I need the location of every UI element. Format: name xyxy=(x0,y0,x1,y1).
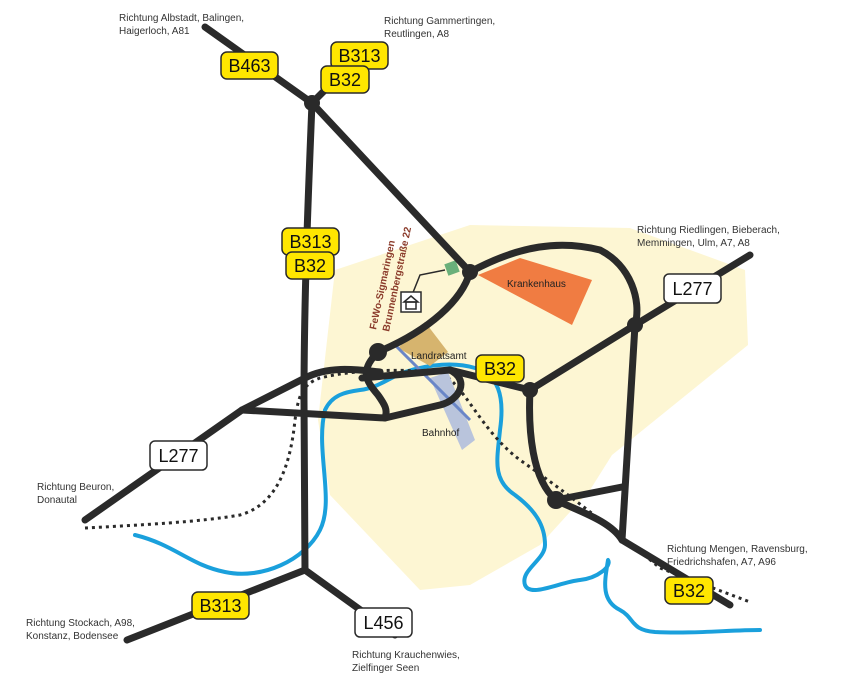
direction-beuron: Richtung Beuron,Donautal xyxy=(37,482,114,506)
river xyxy=(133,362,762,635)
road-b313-main xyxy=(300,99,316,574)
shield-b313-top: B313 xyxy=(330,41,389,70)
svg-text:B313: B313 xyxy=(199,596,241,616)
direction-albstadt: Richtung Albstadt, Balingen,Haigerloch, … xyxy=(119,13,244,37)
road-b32-town xyxy=(374,268,474,356)
svg-text:L277: L277 xyxy=(158,446,198,466)
junction-b32-east xyxy=(522,382,538,398)
parking-marker xyxy=(444,260,460,276)
shield-b32-top: B32 xyxy=(320,65,370,94)
station-track xyxy=(393,343,472,422)
hospital-building xyxy=(478,258,592,325)
district-office-building xyxy=(398,322,448,366)
direction-riedlingen: Richtung Riedlingen, Bieberach,Memmingen… xyxy=(637,225,780,249)
road-east-connector xyxy=(552,483,626,504)
junction-l277-east xyxy=(627,317,643,333)
road-l277-west xyxy=(81,365,384,524)
shield-b32-bottom: B32 xyxy=(664,576,714,605)
shield-b32-mid: B32 xyxy=(285,251,335,280)
svg-text:B32: B32 xyxy=(673,581,705,601)
road-landratsamt-curve xyxy=(362,348,390,422)
direction-gammertingen: Richtung Gammertingen,Reutlingen, A8 xyxy=(384,16,495,40)
shield-b463: B463 xyxy=(220,51,279,80)
district-office-label: Landratsamt xyxy=(411,351,467,362)
junction-hospital xyxy=(462,264,478,280)
road-central-loop xyxy=(238,366,465,422)
svg-text:L277: L277 xyxy=(672,279,712,299)
junctions xyxy=(304,95,643,509)
hospital-label: Krankenhaus xyxy=(507,279,566,290)
station-label: Bahnhof xyxy=(422,428,459,439)
road-b32-northwest xyxy=(308,99,474,276)
shield-l456: L456 xyxy=(354,607,413,638)
road-hospital-loop xyxy=(466,241,641,544)
shield-l277-right: L277 xyxy=(663,273,722,304)
svg-text:B32: B32 xyxy=(294,256,326,276)
svg-text:B32: B32 xyxy=(484,359,516,379)
shield-b32-center: B32 xyxy=(475,354,525,383)
svg-text:B32: B32 xyxy=(329,70,361,90)
shield-b313-mid: B313 xyxy=(281,227,340,256)
junction-landratsamt xyxy=(369,343,387,361)
direction-stockach: Richtung Stockach, A98,Konstanz, Bodense… xyxy=(26,618,135,642)
direction-krauchenwies: Richtung Krauchenwies,Zielfinger Seen xyxy=(352,650,460,674)
junction-south-east xyxy=(547,491,565,509)
railway xyxy=(84,368,751,604)
shield-b313-bottom: B313 xyxy=(191,591,250,620)
shield-l277-left: L277 xyxy=(149,440,208,471)
svg-text:B463: B463 xyxy=(228,56,270,76)
direction-mengen: Richtung Mengen, Ravensburg,Friedrichsha… xyxy=(667,544,808,568)
junction-north xyxy=(304,95,320,111)
svg-text:B313: B313 xyxy=(338,46,380,66)
svg-text:B313: B313 xyxy=(289,232,331,252)
house-icon xyxy=(400,291,422,313)
svg-text:L456: L456 xyxy=(363,613,403,633)
